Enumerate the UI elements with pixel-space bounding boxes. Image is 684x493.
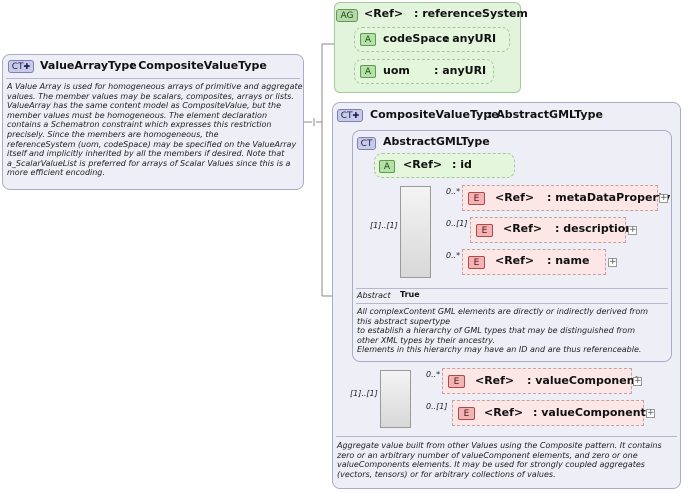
attribute-codespace[interactable] — [354, 27, 510, 52]
abstract-gml-doc: All complexContent GML elements are dire… — [357, 307, 649, 355]
element-value-components[interactable] — [452, 400, 644, 426]
attribute-icon: A — [360, 65, 376, 78]
element-icon: E — [476, 224, 493, 237]
element-icon: E — [468, 256, 485, 269]
abstract-value: True — [400, 290, 420, 299]
element-name[interactable] — [462, 249, 606, 275]
abstract-gml-type-name: AbstractGMLType — [383, 135, 490, 148]
sequence-multiplicity: [1]..[1] — [370, 221, 398, 230]
abstract-doc-divider — [356, 303, 668, 304]
element-metadata-property-name: : metaDataProperty — [547, 191, 671, 204]
element-value-components-ref: <Ref> — [484, 406, 524, 419]
expand-icon[interactable]: + — [608, 257, 617, 267]
value-array-type-base: : CompositeValueType — [130, 59, 267, 72]
abstract-label: Abstract — [357, 291, 391, 300]
complex-type-icon: CT✚ — [8, 60, 34, 73]
composite-value-type-base: : AbstractGMLType — [488, 108, 603, 121]
attribute-group-ref: <Ref> — [364, 7, 404, 20]
value-array-type-box[interactable] — [2, 54, 304, 190]
element-description[interactable] — [470, 217, 626, 243]
metadata-property-multiplicity: 0..* — [446, 187, 461, 196]
outer-sequence-multiplicity: [1]..[1] — [350, 389, 378, 398]
value-array-doc: A Value Array is used for homogeneous ar… — [7, 82, 303, 178]
complex-type-icon: CT✚ — [337, 109, 363, 122]
attribute-id-name: : id — [452, 158, 472, 171]
value-component-multiplicity: 0..* — [426, 370, 441, 379]
attribute-codespace-type: : anyURI — [444, 32, 497, 45]
attribute-icon: A — [379, 160, 395, 173]
attribute-group-name: : referenceSystem — [414, 7, 528, 20]
abstract-divider — [356, 288, 668, 289]
element-metadata-property[interactable] — [462, 185, 658, 211]
element-description-ref: <Ref> — [503, 222, 543, 235]
attribute-codespace-name: codeSpace — [383, 32, 450, 45]
element-icon: E — [468, 192, 485, 205]
element-value-component-name: : valueComponent — [527, 374, 640, 387]
element-description-name: : description — [555, 222, 634, 235]
composite-doc: Aggregate value built from other Values … — [337, 441, 662, 479]
element-value-component[interactable] — [442, 368, 632, 394]
expand-icon[interactable]: + — [633, 376, 642, 386]
attribute-uom[interactable] — [354, 59, 494, 84]
attribute-uom-name: uom — [383, 64, 410, 77]
description-multiplicity: 0..[1] — [446, 219, 468, 228]
attribute-id[interactable] — [374, 153, 515, 178]
value-array-type-name: ValueArrayType — [40, 59, 137, 72]
element-metadata-property-ref: <Ref> — [495, 191, 535, 204]
attribute-id-ref: <Ref> — [403, 158, 443, 171]
complex-type-icon: CT — [357, 137, 376, 150]
element-name-name: : name — [547, 254, 590, 267]
element-value-components-name: : valueComponents — [533, 406, 653, 419]
attribute-uom-type: : anyURI — [434, 64, 487, 77]
sequence-compositor[interactable] — [400, 186, 431, 278]
element-icon: E — [458, 407, 475, 420]
element-name-ref: <Ref> — [495, 254, 535, 267]
composite-value-type-name: CompositeValueType — [370, 108, 499, 121]
value-array-divider — [6, 78, 300, 79]
element-value-component-ref: <Ref> — [475, 374, 515, 387]
composite-doc-divider — [336, 436, 677, 437]
expand-icon[interactable]: + — [659, 193, 668, 203]
expand-icon[interactable]: + — [646, 408, 655, 418]
attribute-group-icon: AG — [336, 9, 358, 22]
element-icon: E — [448, 375, 465, 388]
value-components-multiplicity: 0..[1] — [426, 402, 448, 411]
expand-icon[interactable]: + — [628, 225, 637, 235]
outer-sequence-compositor[interactable] — [380, 370, 411, 428]
name-multiplicity: 0..* — [446, 251, 461, 260]
attribute-icon: A — [360, 33, 376, 46]
